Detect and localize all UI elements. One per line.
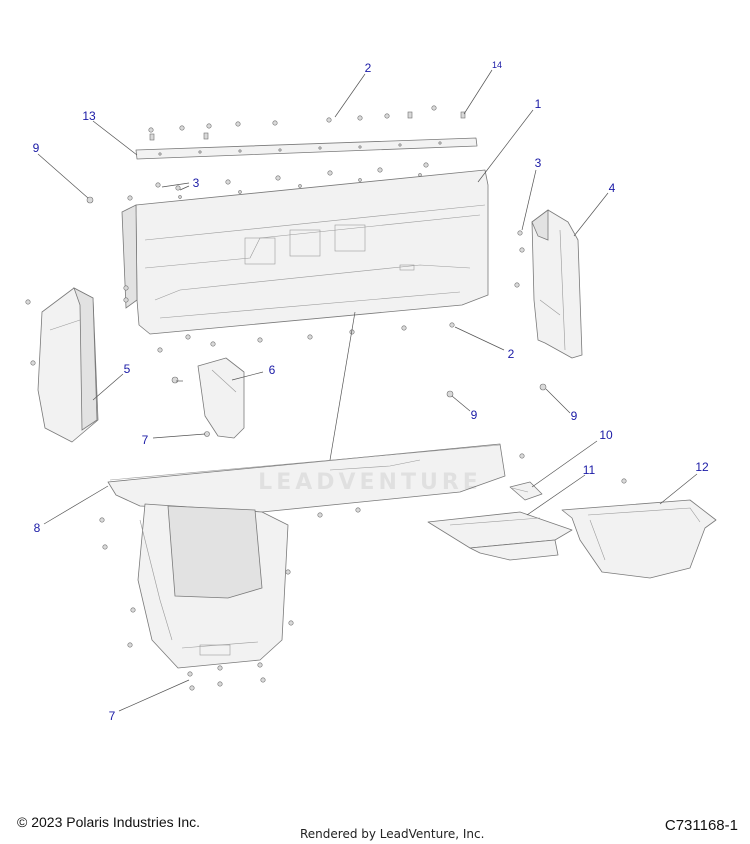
callout-9[interactable]: 9: [471, 408, 478, 422]
callout-7[interactable]: 7: [142, 433, 149, 447]
fastener-part-4[interactable]: [514, 230, 525, 288]
callout-13[interactable]: 13: [82, 109, 96, 123]
callout-2[interactable]: 2: [508, 347, 515, 361]
diagram-id: C731168-1: [664, 817, 738, 834]
callout-1[interactable]: 1: [535, 97, 542, 111]
callout-8[interactable]: 8: [34, 521, 41, 535]
part-12-storage-bin[interactable]: [561, 499, 717, 579]
callout-3[interactable]: 3: [193, 176, 200, 190]
callout-9[interactable]: 9: [33, 141, 40, 155]
part-11-tray[interactable]: [427, 511, 573, 561]
callout-12[interactable]: 12: [695, 460, 709, 474]
callout-5[interactable]: 5: [124, 362, 131, 376]
callout-labels: 2 14 13 1 9 3 3 4 2 5 6 7 9 9 10 11 12 8…: [33, 60, 709, 723]
part-13-strip[interactable]: [135, 137, 478, 160]
fastener-part-12[interactable]: [621, 478, 627, 484]
callout-4[interactable]: 4: [609, 181, 616, 195]
fastener-part-6-7[interactable]: [171, 376, 210, 437]
callout-3[interactable]: 3: [535, 156, 542, 170]
callout-2[interactable]: 2: [365, 61, 372, 75]
callout-11[interactable]: 11: [583, 463, 596, 477]
callout-14[interactable]: 14: [492, 60, 502, 70]
leader-lines: [37, 69, 698, 712]
fasteners-part-8[interactable]: [99, 453, 525, 691]
fastener-row-2-lower[interactable]: [157, 322, 455, 353]
watermark: LEADVENTURE: [258, 470, 482, 495]
fastener-row-top[interactable]: [148, 105, 466, 141]
copyright-text: © 2023 Polaris Industries Inc.: [17, 814, 201, 830]
part-5-left-side-panel[interactable]: [37, 287, 99, 443]
callout-10[interactable]: 10: [599, 428, 613, 442]
callout-6[interactable]: 6: [269, 363, 276, 377]
callout-9[interactable]: 9: [571, 409, 578, 423]
part-1-bed-wall-panel[interactable]: [121, 169, 489, 335]
part-9-fasteners[interactable]: [86, 196, 547, 398]
part-4-right-side-panel[interactable]: [531, 209, 583, 359]
fastener-row-3[interactable]: [123, 162, 429, 303]
part-6-pad[interactable]: [197, 357, 245, 439]
part-8-tub-floor[interactable]: [107, 443, 506, 669]
fastener-part-5[interactable]: [25, 299, 36, 366]
callout-7[interactable]: 7: [109, 709, 116, 723]
rendered-by-text: Rendered by LeadVenture, Inc.: [300, 827, 485, 841]
part-10-bracket[interactable]: [509, 481, 543, 501]
